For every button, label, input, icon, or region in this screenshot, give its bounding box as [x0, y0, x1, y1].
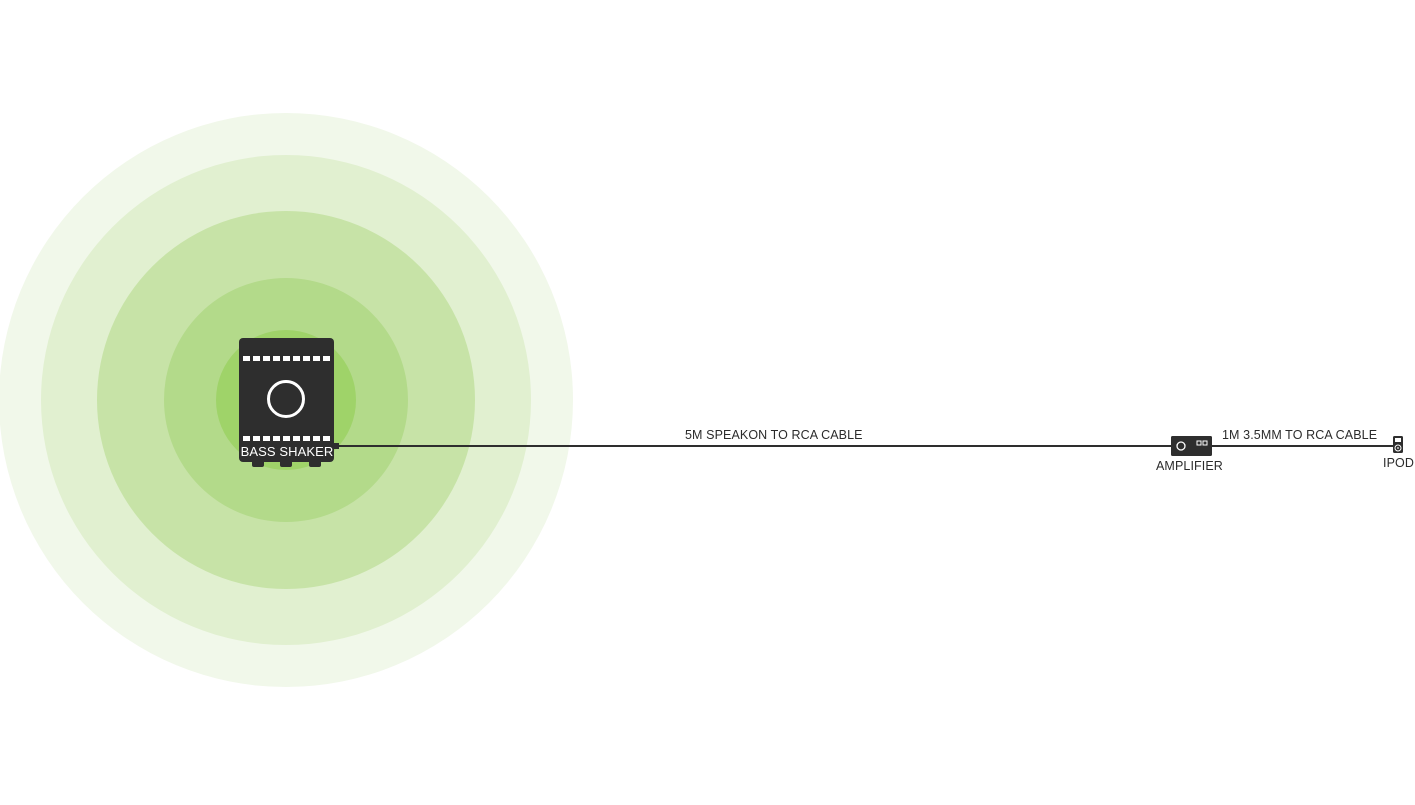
amplifier-label: AMPLIFIER: [1156, 459, 1223, 473]
rca-cable-label: 1M 3.5MM TO RCA CABLE: [1222, 428, 1378, 442]
bass-shaker-label: BASS SHAKER: [240, 444, 334, 459]
ipod-icon: [1393, 436, 1403, 453]
speakon-cable-label: 5M SPEAKON TO RCA CABLE: [685, 428, 863, 442]
bass-shaker-icon: [239, 338, 339, 467]
ipod-label: IPOD: [1383, 456, 1414, 470]
amplifier-icon: [1171, 436, 1212, 456]
